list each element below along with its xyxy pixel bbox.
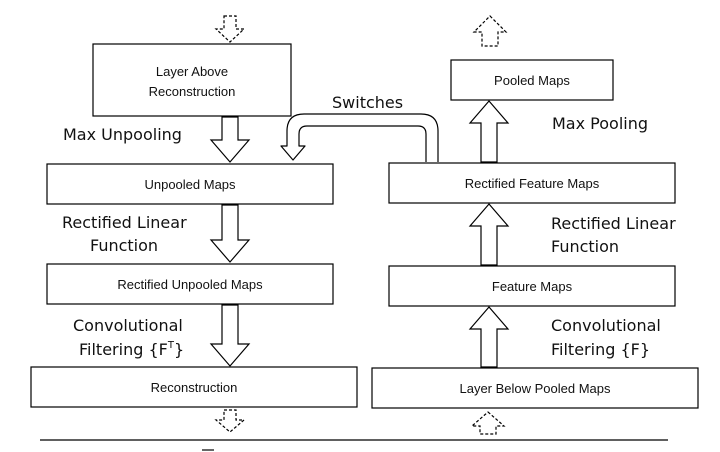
relu-right-label-line1: Rectified Linear [551,214,676,233]
feature-maps-label: Feature Maps [492,279,573,294]
rectified-feature-maps-label: Rectified Feature Maps [465,176,600,191]
rectified-unpooled-maps-label: Rectified Unpooled Maps [117,277,263,292]
layer-below-pooled-maps-label: Layer Below Pooled Maps [459,381,611,396]
arrow-down-relu-left [209,204,251,263]
box-feature-maps [388,265,676,307]
layer-above-label-line1: Layer Above [156,64,228,79]
dashed-arrow-bottom-left [214,409,246,433]
arrow-up-max-pooling [468,100,510,163]
conv-left-label-line2: Filtering {FT} [79,340,184,359]
dashed-arrow-top-right [472,15,508,47]
box-rectified-feature-maps [388,162,676,204]
box-rectified-unpooled-maps [46,263,334,305]
arrow-up-relu-right [468,203,510,266]
switches-arrow [280,113,439,162]
layer-above-label-line2: Reconstruction [149,84,236,99]
reconstruction-label: Reconstruction [151,380,238,395]
max-unpooling-label: Max Unpooling [63,125,182,144]
conv-right-label-line2: Filtering {F} [551,340,650,359]
unpooled-maps-label: Unpooled Maps [144,177,236,192]
pooled-maps-label: Pooled Maps [494,73,570,88]
arrow-down-conv-left [209,304,251,367]
conv-left-filter-text: Filtering {F [79,340,168,359]
relu-left-label-line1: Rectified Linear [62,213,187,232]
box-layer-below-pooled-maps [371,367,699,409]
box-reconstruction [30,366,358,408]
conv-left-label-line1: Convolutional [73,316,183,335]
conv-right-label-line1: Convolutional [551,316,661,335]
arrow-up-conv-right [468,306,510,368]
conv-left-filter-close: } [174,340,184,359]
box-layer-above-reconstruction [92,43,292,117]
switches-label: Switches [332,93,403,112]
relu-right-label-line2: Function [551,237,619,256]
dashed-arrow-bottom-right [470,411,506,435]
relu-left-label-line2: Function [90,236,158,255]
arrow-down-max-unpooling [209,116,251,163]
box-pooled-maps [450,59,614,101]
box-unpooled-maps [46,163,334,205]
max-pooling-label: Max Pooling [552,114,648,133]
conv-left-filter-superscript: T [167,340,175,351]
dashed-arrow-top-left [214,15,246,43]
